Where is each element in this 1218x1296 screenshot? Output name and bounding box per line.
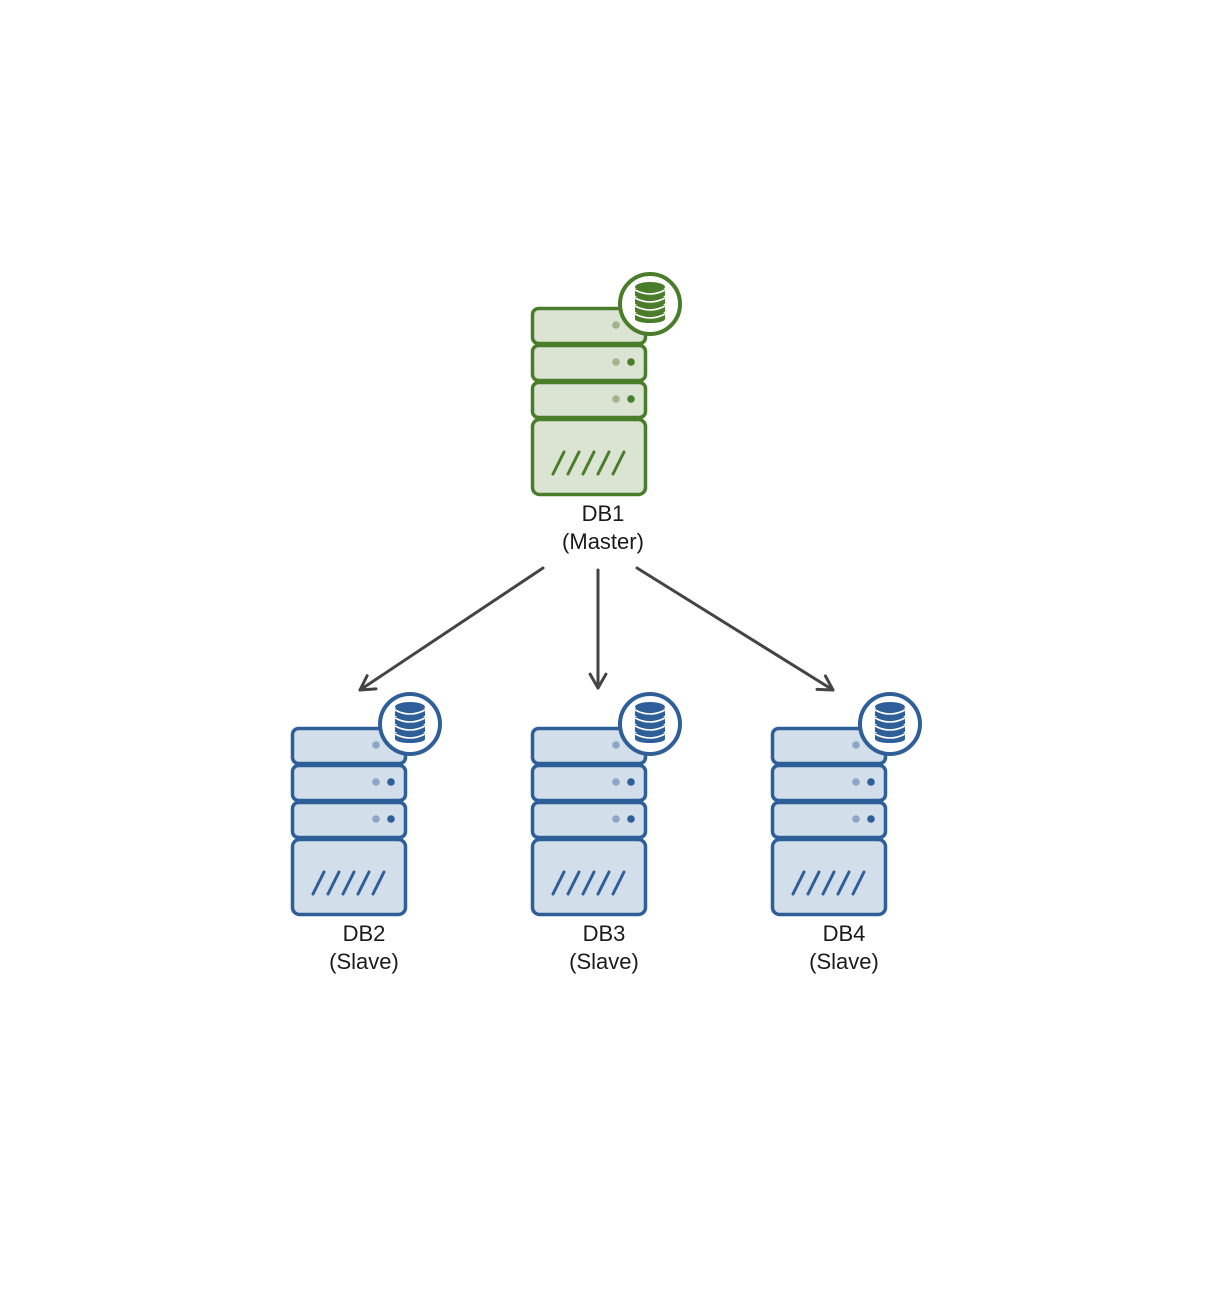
- node-label-db4: DB4 (Slave): [744, 920, 944, 976]
- arrow-db1-to-db4: [635, 566, 835, 692]
- database-nodes: [290, 272, 922, 917]
- database-badge-icon: [618, 692, 682, 756]
- server-icon: [530, 306, 648, 497]
- node-name: DB3: [582, 921, 626, 946]
- node-label-db3: DB3 (Slave): [504, 920, 704, 976]
- node-db2[interactable]: [290, 692, 442, 917]
- node-db3[interactable]: [530, 692, 682, 917]
- node-label-db1: DB1 (Master): [503, 500, 703, 556]
- node-db4[interactable]: [770, 692, 922, 917]
- node-label-db2: DB2 (Slave): [264, 920, 464, 976]
- database-badge-icon: [858, 692, 922, 756]
- server-icon: [290, 726, 408, 917]
- node-name: DB4: [822, 921, 866, 946]
- node-name: DB2: [342, 921, 386, 946]
- server-icon: [770, 726, 888, 917]
- arrow-db1-to-db3: [588, 568, 608, 690]
- node-db1[interactable]: [530, 272, 682, 497]
- database-badge-icon: [378, 692, 442, 756]
- node-role: (Slave): [329, 949, 399, 974]
- replication-arrows: [358, 566, 835, 692]
- node-name: DB1: [581, 501, 625, 526]
- database-badge-icon: [618, 272, 682, 336]
- node-role: (Master): [562, 529, 644, 554]
- node-role: (Slave): [569, 949, 639, 974]
- server-icon: [530, 726, 648, 917]
- arrow-db1-to-db2: [358, 566, 545, 692]
- node-role: (Slave): [809, 949, 879, 974]
